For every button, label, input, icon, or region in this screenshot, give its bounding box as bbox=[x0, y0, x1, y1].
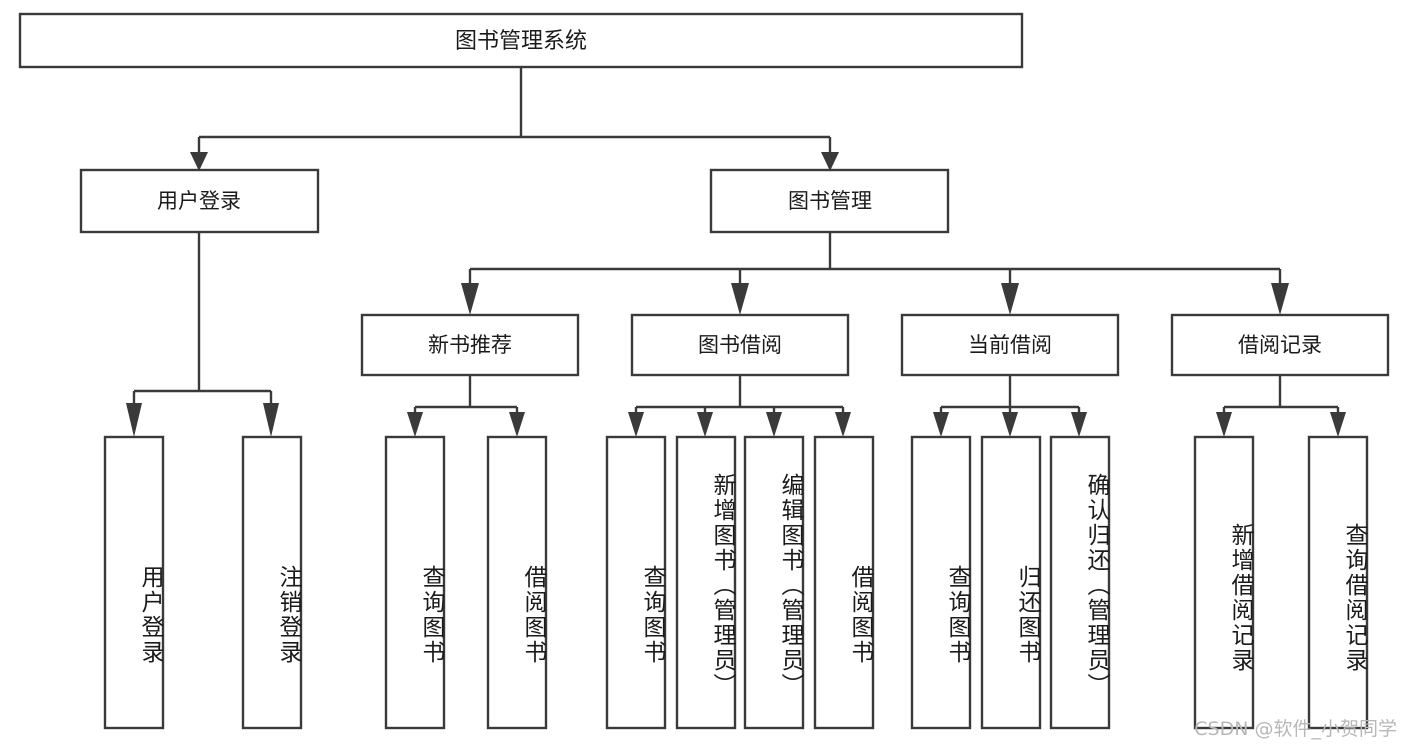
node-leaf-borrow-book-2-box[interactable] bbox=[813, 435, 875, 730]
arrowhead-borrow-record bbox=[1271, 283, 1289, 315]
arrowhead-leaf-query-book-1 bbox=[407, 412, 423, 437]
node-leaf-return-book-box[interactable] bbox=[980, 435, 1042, 730]
node-root-label: 图书管理系统 bbox=[455, 29, 587, 54]
node-book-borrow-label: 图书借阅 bbox=[698, 333, 782, 357]
arrowhead-leaf-logout-login bbox=[263, 403, 279, 437]
arrowhead-leaf-add-record bbox=[1216, 412, 1232, 437]
node-current-borrow-box[interactable] bbox=[900, 313, 1120, 377]
arrowhead-new-book-recommend bbox=[461, 283, 479, 315]
node-user-login-box[interactable] bbox=[79, 168, 320, 234]
arrowhead-leaf-query-book-3 bbox=[933, 412, 949, 437]
node-leaf-add-book-box[interactable] bbox=[675, 435, 737, 730]
node-borrow-record-box[interactable] bbox=[1170, 313, 1390, 377]
csdn-watermark: CSDN @软件_小贺同学 bbox=[1194, 718, 1397, 740]
node-leaf-edit-book-box[interactable] bbox=[743, 435, 805, 730]
node-leaf-confirm-return-box[interactable] bbox=[1049, 435, 1111, 730]
arrowhead-book-borrow bbox=[731, 283, 749, 315]
node-leaf-logout-login-box[interactable] bbox=[241, 435, 303, 730]
node-layer: 图书管理系统 用户登录 图书管理 新书推荐 图书借阅 当前借阅 借阅记录 bbox=[18, 12, 1390, 730]
arrowhead-leaf-user-login bbox=[126, 403, 142, 437]
connector-layer bbox=[126, 67, 1346, 437]
arrowhead-leaf-edit-book bbox=[766, 412, 782, 437]
arrowhead-user-login bbox=[190, 152, 208, 171]
arrowhead-leaf-borrow-book-1 bbox=[509, 412, 525, 437]
node-book-management-label: 图书管理 bbox=[788, 189, 872, 213]
node-leaf-add-record-box[interactable] bbox=[1193, 435, 1255, 730]
node-leaf-query-book-3-box[interactable] bbox=[910, 435, 972, 730]
arrowhead-leaf-return-book bbox=[1002, 412, 1018, 437]
node-book-management-box[interactable] bbox=[709, 168, 950, 234]
arrowhead-leaf-query-record bbox=[1330, 412, 1346, 437]
arrowhead-leaf-borrow-book-2 bbox=[835, 412, 851, 437]
node-leaf-user-login-box[interactable] bbox=[103, 435, 165, 730]
arrowhead-leaf-query-book-2 bbox=[628, 412, 644, 437]
node-leaf-query-record-box[interactable] bbox=[1307, 435, 1369, 730]
node-new-book-recommend-box[interactable] bbox=[360, 313, 580, 377]
node-book-borrow-box[interactable] bbox=[630, 313, 850, 377]
node-borrow-record-label: 借阅记录 bbox=[1238, 333, 1322, 357]
arrowhead-book-management bbox=[821, 152, 839, 171]
node-leaf-borrow-book-1-box[interactable] bbox=[486, 435, 548, 730]
node-new-book-recommend-label: 新书推荐 bbox=[428, 333, 512, 357]
node-leaf-query-book-2-box[interactable] bbox=[605, 435, 667, 730]
arrowhead-current-borrow bbox=[1001, 283, 1019, 315]
node-user-login-label: 用户登录 bbox=[157, 189, 241, 213]
arrowhead-leaf-confirm-return bbox=[1071, 412, 1087, 437]
node-current-borrow-label: 当前借阅 bbox=[968, 333, 1052, 357]
node-root-box[interactable] bbox=[18, 12, 1024, 69]
node-leaf-query-book-1-box[interactable] bbox=[384, 435, 446, 730]
arrowhead-leaf-add-book bbox=[697, 412, 713, 437]
